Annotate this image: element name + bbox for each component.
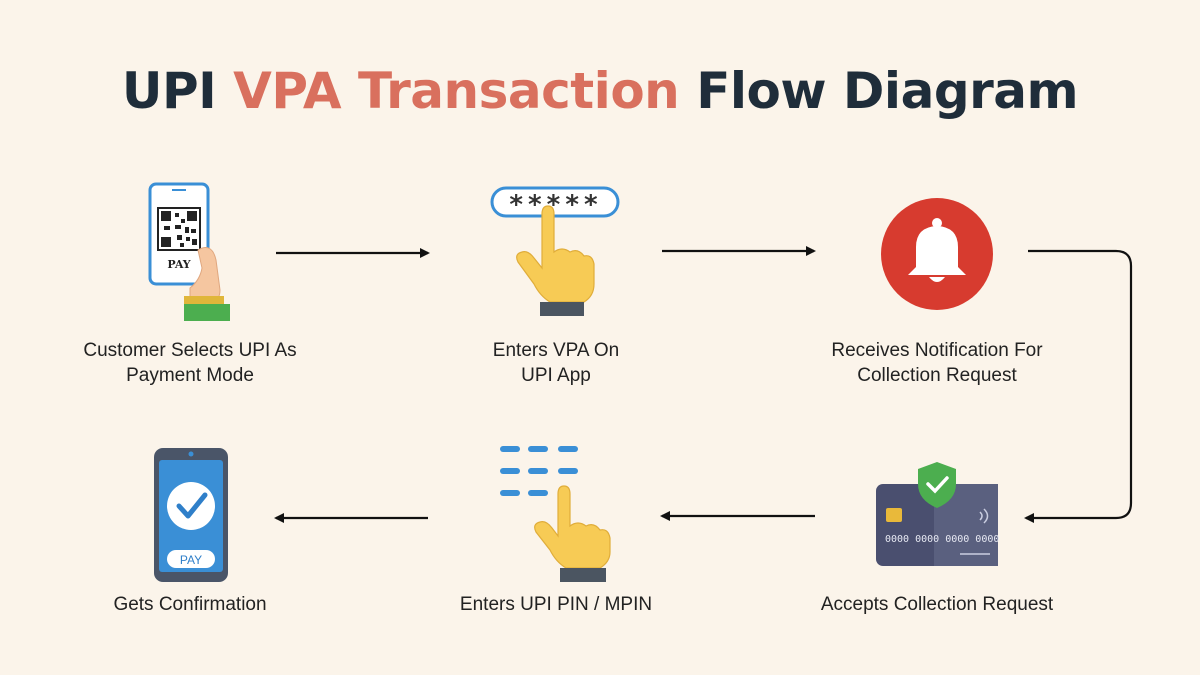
title-part-3: Flow Diagram [696, 62, 1079, 120]
step-1-caption: Customer Selects UPI As Payment Mode [30, 338, 350, 388]
step-6-line-1: Gets Confirmation [113, 594, 267, 615]
title-part-2: VPA Transaction [233, 62, 680, 120]
qr-pay-text: PAY [167, 258, 190, 271]
step-1-line-2: Payment Mode [126, 365, 254, 386]
password-mask-text: ***** [508, 190, 601, 220]
step-5-caption: Enters UPI PIN / MPIN [396, 592, 716, 617]
step-6-caption: Gets Confirmation [30, 592, 350, 617]
step-2-line-2: UPI App [521, 365, 591, 386]
phone-check-icon: PAY [154, 448, 228, 582]
step-1-line-1: Customer Selects UPI As [83, 340, 297, 361]
step-3-line-1: Receives Notification For [831, 340, 1043, 361]
step-4-line-1: Accepts Collection Request [820, 594, 1054, 615]
qr-code [157, 207, 201, 251]
arrow-step3-to-step4 [1024, 249, 1133, 523]
pointer-password-icon: ***** [490, 186, 620, 316]
pointer-keypad-icon [500, 446, 611, 582]
page-title: UPI VPA Transaction Flow Diagram [0, 62, 1200, 120]
card-number-text: 0000 0000 0000 0000 [885, 534, 999, 545]
step-2-caption: Enters VPA On UPI App [396, 338, 716, 388]
title-part-1: UPI [121, 62, 217, 120]
card-shield-icon: 0000 0000 0000 0000 [876, 462, 999, 566]
step-3-caption: Receives Notification For Collection Req… [777, 338, 1097, 388]
step-3-line-2: Collection Request [857, 365, 1017, 386]
keypad-dashes [500, 446, 578, 496]
bell-notification-icon [881, 198, 993, 310]
phone-qr-pay-icon: PAY [148, 182, 230, 321]
confirmation-pay-text: PAY [180, 553, 202, 567]
step-2-line-1: Enters VPA On [492, 340, 620, 361]
step-4-caption: Accepts Collection Request [777, 592, 1097, 617]
step-5-line-1: Enters UPI PIN / MPIN [459, 594, 653, 615]
